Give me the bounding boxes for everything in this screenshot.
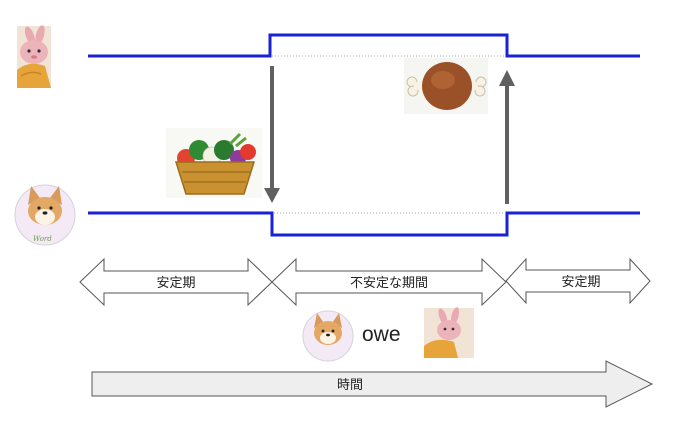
down-transfer-arrow bbox=[264, 66, 280, 203]
bottom-signal-line bbox=[88, 211, 640, 237]
rabbit-avatar-icon bbox=[17, 25, 51, 88]
dog-avatar-word: Word bbox=[33, 235, 52, 243]
owe-rabbit-avatar-icon bbox=[424, 307, 474, 358]
owe-label: owe bbox=[362, 323, 401, 346]
dog-avatar-icon: Word bbox=[14, 184, 76, 246]
period-label-stable-right: 安定期 bbox=[561, 275, 600, 290]
meat-on-bone-icon bbox=[404, 58, 488, 114]
period-label-stable-left: 安定期 bbox=[156, 276, 195, 291]
period-label-unstable: 不安定な期間 bbox=[350, 276, 428, 291]
period-stable-right: 安定期 bbox=[505, 257, 651, 305]
time-arrow: 時間 bbox=[91, 360, 654, 408]
up-transfer-arrow bbox=[499, 70, 515, 204]
period-stable-left: 安定期 bbox=[79, 257, 273, 307]
vegetable-basket-icon bbox=[166, 128, 262, 198]
period-unstable: 不安定な期間 bbox=[271, 257, 507, 307]
owe-dog-avatar-icon bbox=[302, 310, 354, 362]
top-signal-line bbox=[88, 33, 640, 58]
time-label: 時間 bbox=[337, 378, 363, 393]
